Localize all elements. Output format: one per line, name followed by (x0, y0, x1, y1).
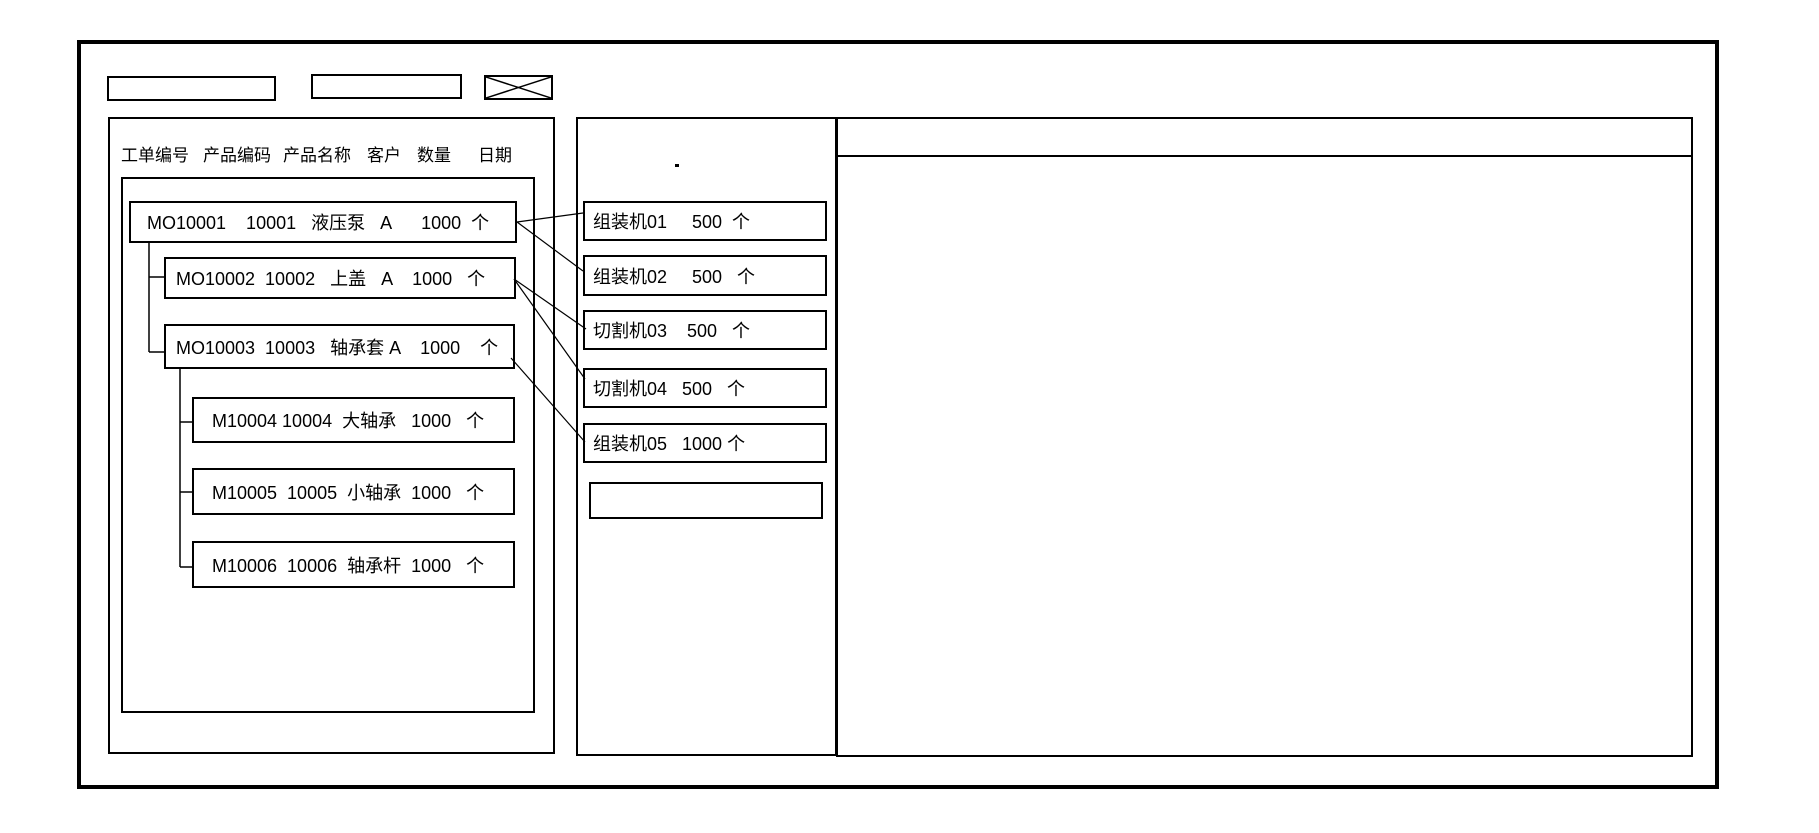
column-header-date: 日期 (478, 146, 512, 165)
detail-panel-header (838, 119, 1691, 157)
order-node-mo10001[interactable]: MO10001 10001 液压泵 A 1000 个 (129, 201, 517, 243)
workcenter-item-empty[interactable] (589, 482, 823, 519)
column-header-qty: 数量 (417, 146, 451, 165)
toolbar-field-2[interactable] (311, 74, 462, 99)
column-header-order-no: 工单编号 (121, 146, 189, 165)
workcenter-item-05[interactable]: 组装机05 1000 个 (583, 423, 827, 463)
detail-panel (836, 117, 1693, 757)
column-header-customer: 客户 (367, 146, 401, 165)
order-node-mo10003[interactable]: MO10003 10003 轴承套 A 1000 个 (164, 324, 515, 369)
workcenter-item-01[interactable]: 组装机01 500 个 (583, 201, 827, 241)
order-node-m10006[interactable]: M10006 10006 轴承杆 1000 个 (192, 541, 515, 588)
dot-mark (675, 164, 679, 167)
workcenter-item-02[interactable]: 组装机02 500 个 (583, 255, 827, 296)
order-node-m10005[interactable]: M10005 10005 小轴承 1000 个 (192, 468, 515, 515)
workcenter-item-04[interactable]: 切割机04 500 个 (583, 368, 827, 408)
column-header-product-name: 产品名称 (283, 146, 351, 165)
workcenter-item-03[interactable]: 切割机03 500 个 (583, 310, 827, 350)
column-header-product-code: 产品编码 (203, 146, 271, 165)
toolbar-field-1[interactable] (107, 76, 276, 101)
order-node-m10004[interactable]: M10004 10004 大轴承 1000 个 (192, 397, 515, 443)
order-node-mo10002[interactable]: MO10002 10002 上盖 A 1000 个 (164, 257, 516, 299)
crossed-box-icon[interactable] (484, 75, 553, 100)
crossed-box-diagonals (485, 76, 552, 99)
